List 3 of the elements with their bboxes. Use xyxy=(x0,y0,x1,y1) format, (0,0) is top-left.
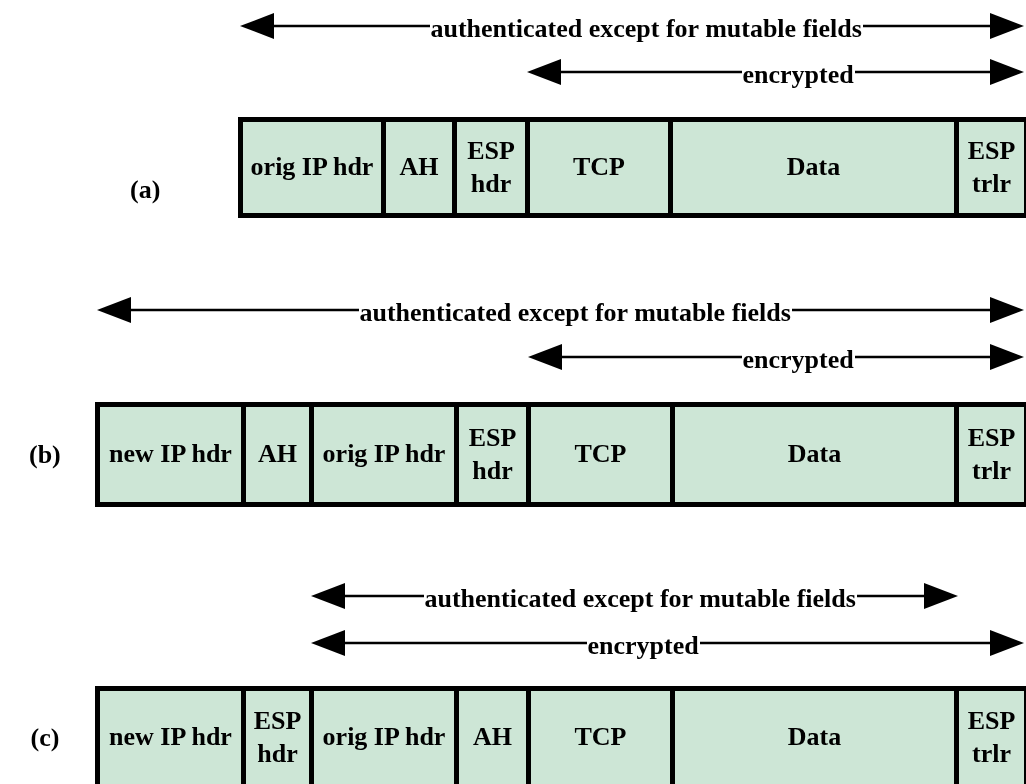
row-label: (b) xyxy=(28,440,62,470)
row-label: (c) xyxy=(29,723,61,753)
row-label: (a) xyxy=(129,175,162,205)
